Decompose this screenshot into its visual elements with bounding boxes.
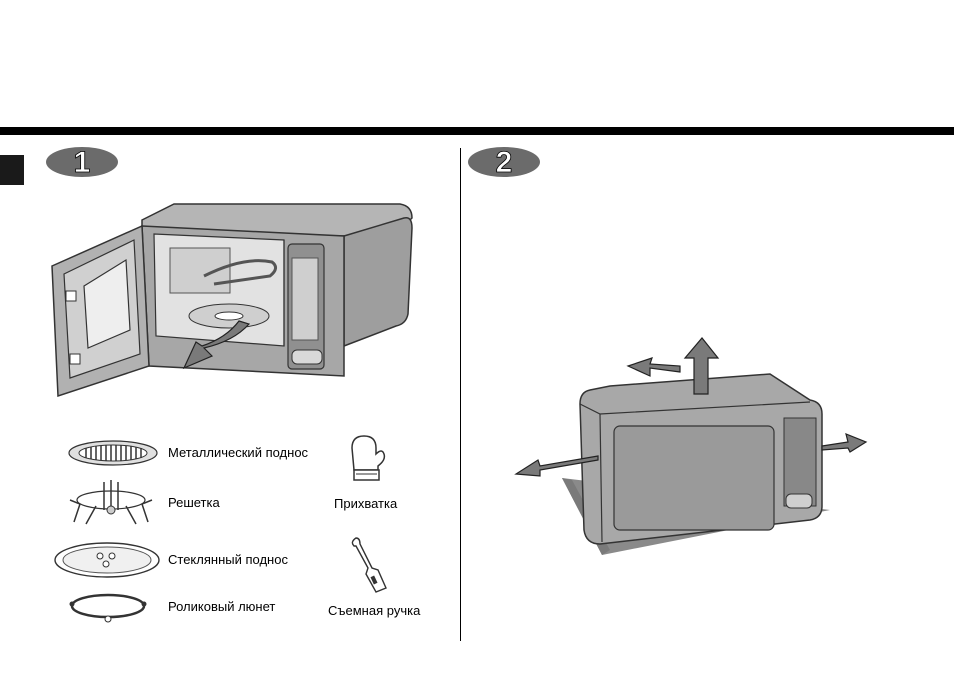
roller-ring-label: Роликовый люнет: [168, 599, 275, 614]
glass-tray-icon: [52, 540, 162, 580]
oven-mitt-label: Прихватка: [334, 496, 397, 511]
header-rule: [0, 127, 954, 135]
column-divider: [460, 148, 461, 641]
rack-icon: [66, 476, 156, 528]
roller-ring-icon: [66, 592, 150, 626]
microwave-clearance-illustration: [510, 330, 870, 555]
step-2-number: 2: [496, 146, 513, 178]
glass-tray-label: Стеклянный поднос: [168, 552, 288, 567]
removable-handle-label: Съемная ручка: [328, 603, 420, 618]
rack-label: Решетка: [168, 495, 220, 510]
step-2-badge: 2: [467, 146, 541, 178]
metal-tray-label: Металлический поднос: [168, 445, 308, 460]
metal-tray-icon: [66, 438, 160, 468]
section-tab: [0, 155, 24, 185]
open-microwave-illustration: [44, 196, 416, 406]
step-1-number: 1: [74, 146, 91, 178]
removable-handle-icon: [346, 534, 394, 596]
step-1-badge: 1: [45, 146, 119, 178]
oven-mitt-icon: [346, 432, 388, 484]
